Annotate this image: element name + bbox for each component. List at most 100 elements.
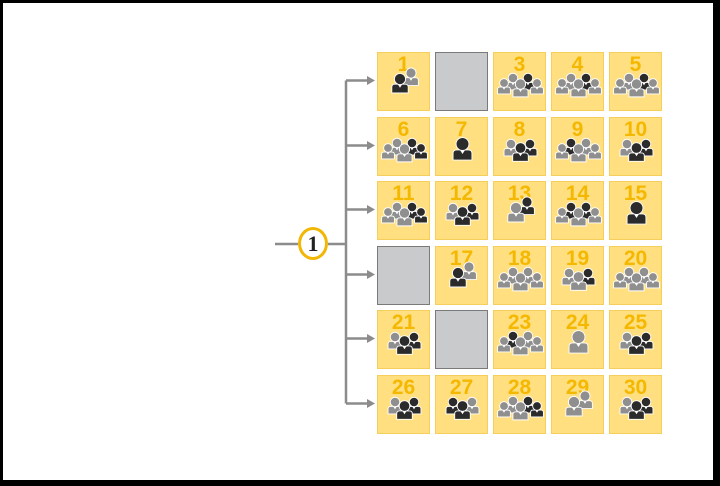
person-gray-icon <box>570 78 587 98</box>
group-tile: 12 <box>435 181 488 240</box>
person-gray-icon <box>396 143 413 163</box>
person-gray-icon <box>461 261 477 281</box>
tile-number: 10 <box>623 118 648 141</box>
people-group-icon <box>391 67 419 94</box>
person-gray-icon <box>628 78 645 98</box>
tree-connector <box>275 76 375 408</box>
people-group-icon <box>445 202 480 226</box>
person-dark-icon <box>391 72 409 94</box>
person-dark-icon <box>530 401 544 418</box>
person-gray-icon <box>628 272 645 292</box>
people-group-icon <box>503 138 538 162</box>
people-group-icon <box>561 267 596 291</box>
people-group-icon <box>626 201 647 225</box>
group-tile: 4 <box>551 52 604 111</box>
people-group-icon <box>555 72 602 98</box>
group-tile: 26 <box>377 375 430 434</box>
person-gray-icon <box>565 395 583 417</box>
root-node-label: 1 <box>307 230 319 256</box>
group-tile: 29 <box>551 375 604 434</box>
tile-number: 15 <box>623 182 648 205</box>
group-tile: 17 <box>435 246 488 305</box>
group-tile: 8 <box>493 117 546 176</box>
tile-number: 18 <box>507 247 532 270</box>
group-tile: 5 <box>609 52 662 111</box>
person-gray-icon <box>507 201 525 223</box>
person-gray-icon <box>555 207 569 224</box>
group-tile: 7 <box>435 117 488 176</box>
tile-number: 27 <box>449 376 474 399</box>
person-gray-icon <box>396 207 413 227</box>
people-group-icon <box>507 196 535 223</box>
person-gray-icon <box>588 78 602 95</box>
tile-number: 21 <box>391 311 416 334</box>
group-tile: 30 <box>609 375 662 434</box>
people-group-icon <box>555 137 602 163</box>
person-dark-icon <box>414 207 428 224</box>
person-gray-icon <box>381 207 395 224</box>
people-group-icon <box>555 201 602 227</box>
tile-number: 26 <box>391 376 416 399</box>
tile-number: 4 <box>571 53 584 76</box>
tile-number: 14 <box>565 182 590 205</box>
person-dark-icon <box>396 335 413 355</box>
group-tile: 18 <box>493 246 546 305</box>
tile-number: 7 <box>455 118 468 141</box>
tile-number: 23 <box>507 311 532 334</box>
group-tile: 11 <box>377 181 430 240</box>
group-tile: 1 <box>377 52 430 111</box>
person-dark-icon <box>414 143 428 160</box>
tile-number: 3 <box>513 53 526 76</box>
person-dark-icon <box>519 196 535 216</box>
person-dark-icon <box>452 137 473 161</box>
arrowhead-row-6 <box>367 399 375 408</box>
person-gray-icon <box>577 390 593 410</box>
people-group-icon <box>381 137 428 163</box>
group-tile: 15 <box>609 181 662 240</box>
person-dark-icon <box>454 206 471 226</box>
group-tile: 3 <box>493 52 546 111</box>
people-group-icon <box>619 138 654 162</box>
empty-tile <box>435 310 488 369</box>
people-group-icon <box>497 72 544 98</box>
person-gray-icon <box>497 401 511 418</box>
person-dark-icon <box>512 142 529 162</box>
person-dark-icon <box>396 400 413 420</box>
people-group-icon <box>613 266 660 292</box>
person-gray-icon <box>613 272 627 289</box>
tile-number: 28 <box>507 376 532 399</box>
arrowhead-row-4 <box>367 270 375 279</box>
people-group-icon <box>568 330 589 354</box>
person-gray-icon <box>512 336 529 356</box>
group-tile: 23 <box>493 310 546 369</box>
person-gray-icon <box>613 78 627 95</box>
group-tile: 19 <box>551 246 604 305</box>
person-dark-icon <box>449 266 467 288</box>
person-gray-icon <box>530 336 544 353</box>
empty-tile <box>377 246 430 305</box>
people-group-icon <box>387 396 422 420</box>
tile-number: 6 <box>397 118 410 141</box>
person-gray-icon <box>570 207 587 227</box>
group-tile: 25 <box>609 310 662 369</box>
tile-number: 8 <box>513 118 526 141</box>
group-tile: 9 <box>551 117 604 176</box>
person-gray-icon <box>555 143 569 160</box>
person-gray-icon <box>646 272 660 289</box>
person-gray-icon <box>497 78 511 95</box>
tile-number: 20 <box>623 247 648 270</box>
tile-number: 24 <box>565 311 590 334</box>
person-gray-icon <box>503 138 519 157</box>
person-gray-icon <box>530 78 544 95</box>
arrowhead-row-3 <box>367 205 375 214</box>
group-tile: 14 <box>551 181 604 240</box>
person-gray-icon <box>570 143 587 163</box>
people-group-icon <box>452 137 473 161</box>
tile-number: 25 <box>623 311 648 334</box>
people-group-icon <box>497 395 544 421</box>
people-group-icon <box>619 331 654 355</box>
person-gray-icon <box>512 401 529 421</box>
people-group-icon <box>381 201 428 227</box>
tile-number: 5 <box>629 53 642 76</box>
